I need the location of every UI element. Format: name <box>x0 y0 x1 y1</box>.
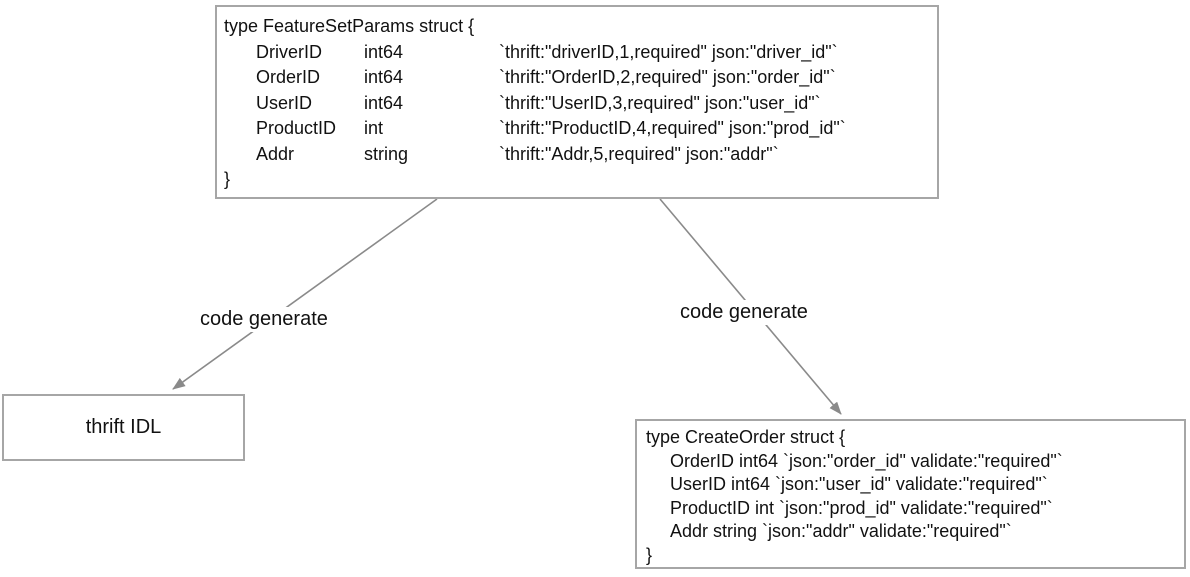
thrift-idl-box: thrift IDL <box>2 394 245 461</box>
field-name: ProductID <box>256 118 337 138</box>
thrift-idl-label: thrift IDL <box>85 416 162 438</box>
struct-field-row: ProductID int `thrift:"ProductID,4,require… <box>224 116 931 142</box>
featuresetparams-struct-box: type FeatureSetParams struct { DriverID i… <box>215 5 939 199</box>
field-type: int64 <box>364 92 404 113</box>
field-tag: `thrift:"driverID,1,required" json:"driv… <box>499 41 838 62</box>
field-tag: `thrift:"ProductID,4,required" json:"pro… <box>499 118 846 138</box>
field-name: DriverID <box>256 41 322 62</box>
code-generate-label-right: code generate <box>676 300 812 325</box>
field-tag: `thrift:"Addr,5,required" json:"addr"` <box>499 143 779 164</box>
struct-field-row: OrderID int64 `json:"order_id" validate:… <box>670 450 1063 471</box>
code-generate-arrow-left <box>172 198 438 390</box>
struct-footer: } <box>646 544 653 565</box>
code-generate-label-left: code generate <box>196 307 332 332</box>
field-type: int64 <box>364 41 404 62</box>
struct-field-row: OrderID int64 `thrift:"OrderID,2,required"… <box>224 65 931 91</box>
field-tag: `thrift:"OrderID,2,required" json:"order… <box>499 67 836 87</box>
field-type: string <box>364 143 409 164</box>
struct-field-row: UserID int64 `thrift:"UserID,3,required" j… <box>224 91 931 117</box>
field-name: Addr <box>256 143 295 164</box>
struct-field-row: ProductID int `json:"prod_id" validate:"… <box>670 497 1053 518</box>
field-name: UserID <box>256 92 313 113</box>
field-type: int64 <box>364 67 404 87</box>
createorder-struct-box: type CreateOrder struct { OrderID int64 … <box>635 419 1186 569</box>
struct-footer: } <box>224 169 231 189</box>
struct-field-row: Addr string `json:"addr" validate:"requi… <box>670 521 1012 541</box>
struct-field-row: Addr string `thrift:"Addr,5,required" json… <box>224 142 931 168</box>
struct-field-row: DriverID int64 `thrift:"driverID,1,require… <box>224 40 931 66</box>
struct-field-row: UserID int64 `json:"user_id" validate:"r… <box>670 474 1048 494</box>
field-name: OrderID <box>256 67 321 87</box>
struct-header: type FeatureSetParams struct { <box>224 16 475 36</box>
field-tag: `thrift:"UserID,3,required" json:"user_i… <box>499 92 821 113</box>
struct-header: type CreateOrder struct { <box>646 427 846 447</box>
field-type: int <box>364 118 384 138</box>
